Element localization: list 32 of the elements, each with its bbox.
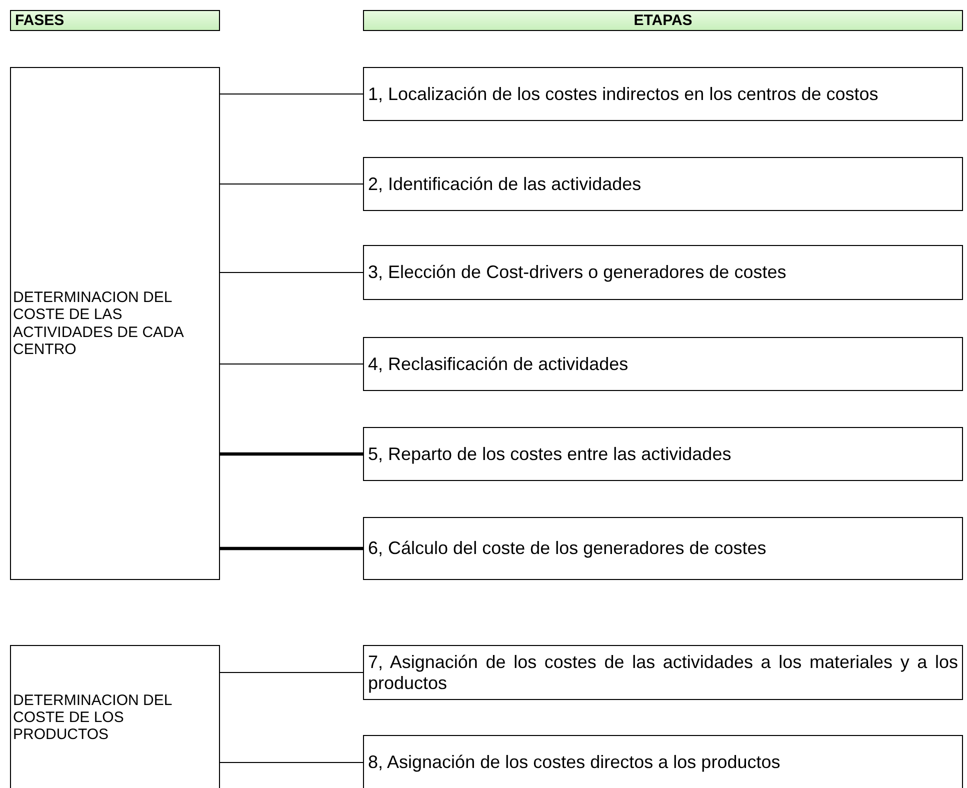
- step-box: [363, 157, 963, 211]
- connector-line: [220, 183, 363, 185]
- step-box: [363, 645, 963, 700]
- step-box: [363, 337, 963, 391]
- connector-line: [220, 672, 363, 674]
- step-label: 2, Identificación de las actividades: [368, 174, 642, 194]
- header-box: [363, 10, 963, 31]
- step-label: 8, Asignación de los costes directos a los productos: [368, 752, 782, 773]
- connector-line: [220, 546, 363, 550]
- step-label: 1, Localización de los costes indirectos en los centros de costos: [368, 84, 880, 104]
- header-label: FASES: [15, 12, 64, 30]
- connector-line: [220, 363, 363, 365]
- step-label: 4, Reclasificación de actividades: [368, 354, 630, 374]
- step-box: [363, 67, 963, 121]
- step-label: 6, Cálculo del coste de los generadores de costes: [368, 538, 768, 559]
- step-box: [363, 245, 963, 300]
- connector-line: [220, 452, 363, 456]
- step-label: 5, Reparto de los costes entre las actividades: [368, 444, 732, 464]
- phase-box: [10, 645, 220, 788]
- step-box: [363, 517, 963, 580]
- phase-label: DETERMINACION DEL COSTE DE LOS PRODUCTOS: [13, 692, 173, 744]
- phase-label: DETERMINACION DEL COSTE DE LAS ACTIVIDADES DE CADA CENTRO: [13, 289, 185, 358]
- header-label: ETAPAS: [634, 12, 692, 30]
- connector-line: [220, 272, 363, 274]
- step-box: [363, 735, 963, 788]
- step-box: [363, 427, 963, 481]
- phase-box: [10, 67, 220, 580]
- header-box: [10, 10, 220, 31]
- step-label: 3, Elección de Cost-drivers o generadores de costes: [368, 262, 788, 283]
- step-label: 7, Asignación de los costes de las actividades a los materiales y a los productos: [368, 652, 958, 694]
- connector-line: [220, 762, 363, 764]
- connector-line: [220, 93, 363, 95]
